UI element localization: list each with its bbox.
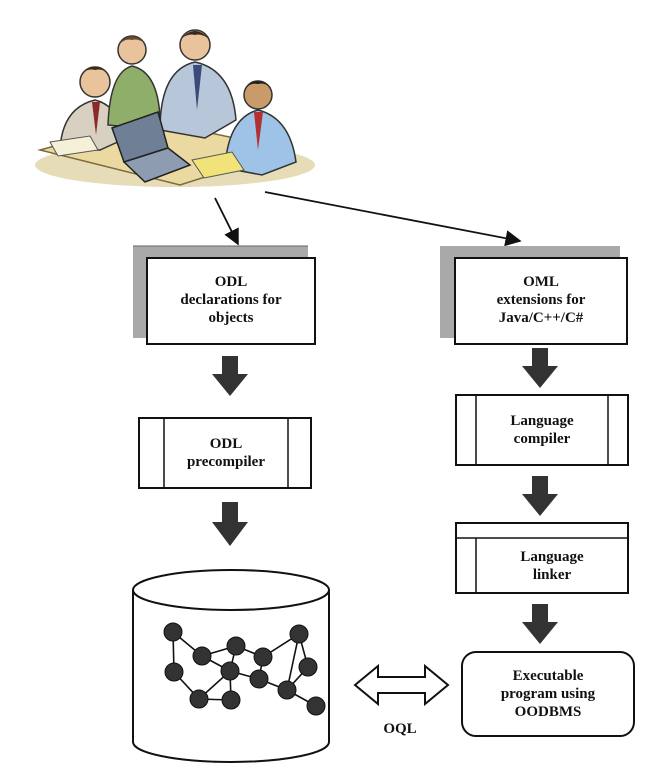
odl-precompiler-label: ODL precompiler bbox=[186, 436, 266, 470]
odl-precompiler-box bbox=[138, 417, 312, 489]
thick-arrow-compiler-to-linker bbox=[522, 476, 558, 516]
executable-program-label: Executable program using OODBMS bbox=[500, 668, 596, 720]
odl-declarations-box bbox=[133, 245, 316, 345]
arrow-clipart-to-oml bbox=[264, 191, 522, 247]
object-graph-nodes bbox=[163, 622, 326, 716]
team-clipart-illustration bbox=[35, 29, 315, 187]
oml-extensions-box bbox=[440, 246, 628, 345]
language-linker-label: Language linker bbox=[520, 548, 584, 583]
thick-arrow-precompiler-to-database bbox=[212, 502, 248, 546]
language-compiler-label: Language compiler bbox=[510, 413, 574, 447]
oql-label: OQL bbox=[383, 721, 417, 737]
odl-declarations-label: ODL declarations for objects bbox=[180, 274, 282, 326]
oql-double-arrow bbox=[353, 663, 450, 707]
thick-arrow-oml-to-compiler bbox=[522, 348, 558, 388]
oml-extensions-label: OML extensions for Java/C++/C# bbox=[496, 274, 586, 326]
executable-program-box bbox=[461, 651, 635, 737]
thick-arrow-odl-to-precompiler bbox=[212, 356, 248, 396]
language-linker-box bbox=[455, 522, 629, 594]
arrow-clipart-to-odl bbox=[214, 197, 239, 246]
language-compiler-box bbox=[455, 394, 629, 466]
thick-arrow-linker-to-executable bbox=[522, 604, 558, 644]
